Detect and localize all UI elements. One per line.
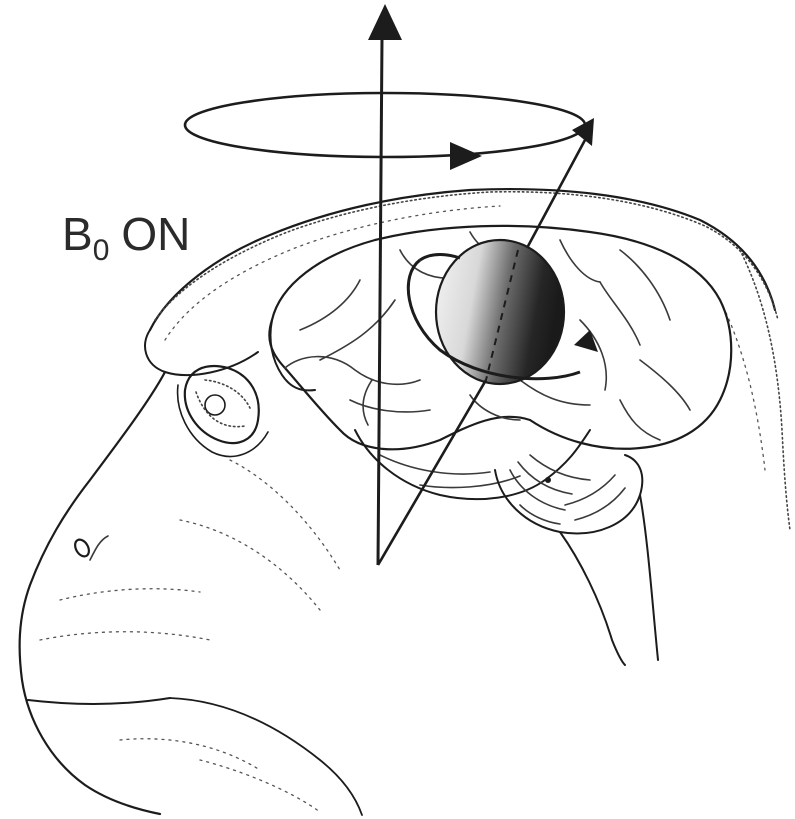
field-label: B0 ON [62,208,190,267]
b0-arrowhead [368,4,402,40]
eye [178,366,268,456]
precession-orbit [185,93,585,170]
b0-field-vector [368,4,402,565]
orbit-direction-arrowhead [450,142,482,170]
monkey-head-outline [20,189,790,815]
proton-sphere [408,240,598,384]
field-label-subscript: 0 [93,234,110,267]
field-label-main: B [62,208,93,260]
field-label-suffix: ON [121,208,190,260]
spin-direction-arrowhead [574,330,598,352]
